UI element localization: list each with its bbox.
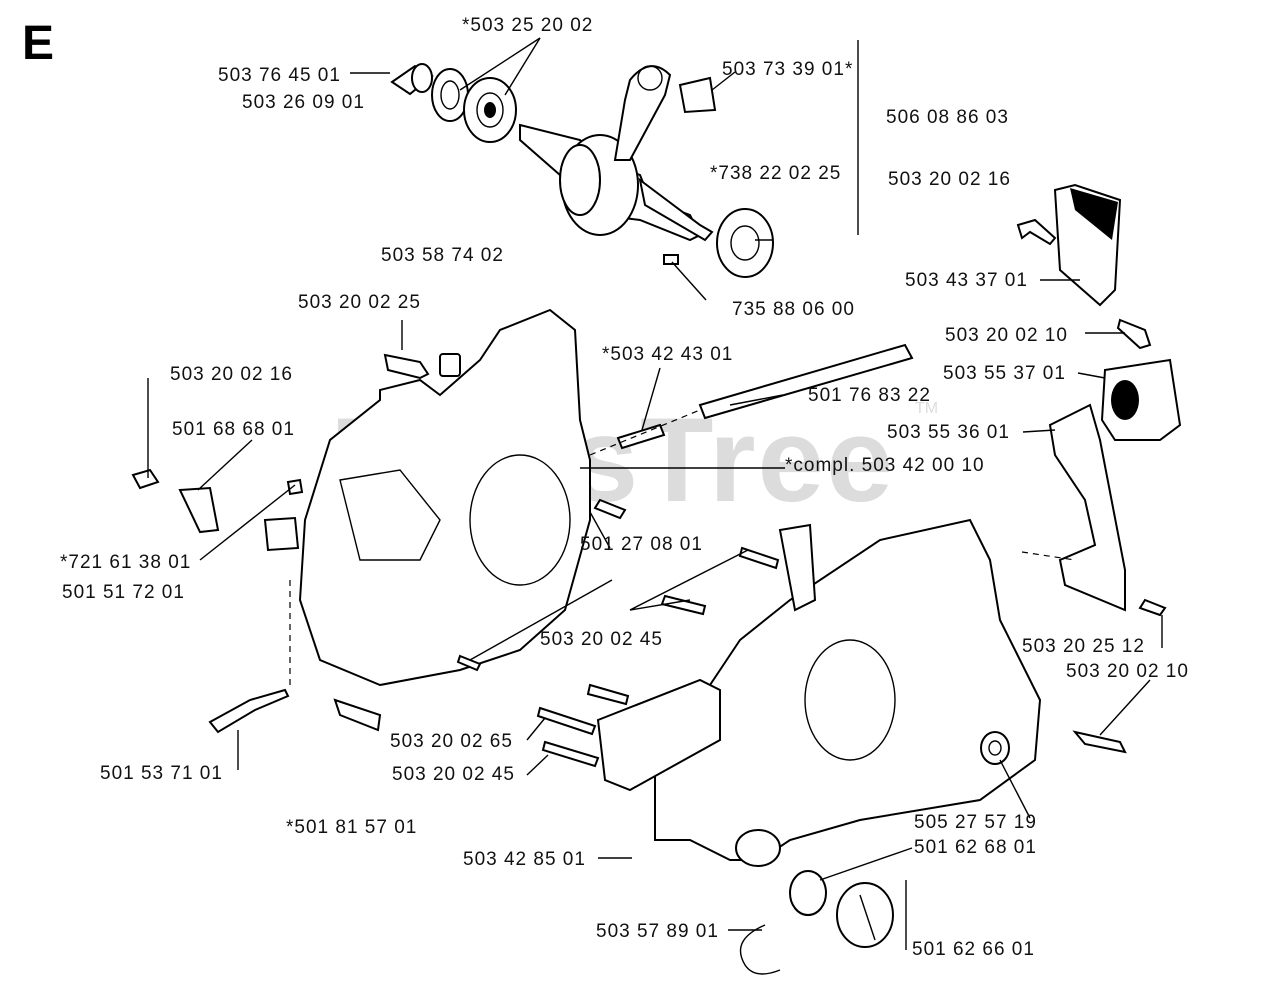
part-label-503420010[interactable]: *compl. 503 42 00 10: [785, 455, 985, 476]
section-letter: E: [22, 17, 55, 70]
part-label-738220225[interactable]: *738 22 02 25: [710, 163, 842, 184]
part-label-503200210-right[interactable]: 503 20 02 10: [1066, 661, 1189, 682]
crankcase-left[interactable]: [298, 308, 591, 687]
crankcase-right[interactable]: [654, 518, 1042, 867]
part-label-503200245-mid[interactable]: 503 20 02 45: [540, 629, 663, 650]
part-label-501517201[interactable]: 501 51 72 01: [62, 582, 185, 603]
part-label-503200225[interactable]: 503 20 02 25: [298, 292, 421, 313]
gasket-plate[interactable]: [596, 678, 721, 792]
screw-bottom-left[interactable]: [333, 698, 382, 732]
part-label-503578901[interactable]: 503 57 89 01: [596, 921, 719, 942]
part-label-501768322[interactable]: 501 76 83 22: [808, 385, 931, 406]
part-label-503200216-top[interactable]: 503 20 02 16: [888, 169, 1011, 190]
screw-right-1[interactable]: [1116, 318, 1152, 350]
bracket-part[interactable]: [1053, 183, 1122, 307]
screw-left-small[interactable]: [131, 468, 160, 490]
dowel-pin[interactable]: [593, 498, 627, 520]
main-bearing-right[interactable]: [716, 208, 774, 278]
needle-bearing[interactable]: [678, 76, 717, 114]
bearing-sleeve[interactable]: [390, 63, 434, 96]
leader-lines: [147, 37, 1163, 950]
fuel-hose[interactable]: [698, 343, 914, 420]
part-label-501626801[interactable]: 501 62 68 01: [914, 837, 1037, 858]
screw-bottom-2[interactable]: [541, 740, 600, 768]
pin-bottom[interactable]: [456, 654, 482, 672]
decompression-valve[interactable]: [208, 688, 290, 734]
part-label-503252002[interactable]: *503 25 20 02: [462, 15, 594, 36]
main-bearing-left[interactable]: [463, 77, 517, 143]
part-label-503202512[interactable]: 503 20 25 12: [1022, 636, 1145, 657]
fuel-cap[interactable]: [836, 882, 894, 948]
part-label-735880600[interactable]: 735 88 06 00: [732, 299, 855, 320]
screw-bottom-1[interactable]: [536, 706, 597, 736]
clip-part[interactable]: [178, 486, 220, 534]
seal-ring[interactable]: [431, 68, 469, 122]
oil-seal-small[interactable]: [980, 731, 1010, 765]
crankshaft[interactable]: [519, 123, 714, 242]
part-label-506088603[interactable]: 506 08 86 03: [886, 107, 1009, 128]
insert-block[interactable]: [263, 516, 300, 552]
part-label-501686801[interactable]: 501 68 68 01: [172, 419, 295, 440]
screw-right-3[interactable]: [1072, 730, 1127, 754]
part-label-721613801[interactable]: *721 61 38 01: [60, 552, 192, 573]
part-label-503200245-bottom[interactable]: 503 20 02 45: [392, 764, 515, 785]
pin-left[interactable]: [286, 478, 304, 496]
part-label-503553601[interactable]: 503 55 36 01: [887, 422, 1010, 443]
part-label-503733901[interactable]: 503 73 39 01*: [722, 59, 854, 80]
part-label-503428501[interactable]: 503 42 85 01: [463, 849, 586, 870]
screw-right-2[interactable]: [1138, 598, 1167, 617]
part-label-503424301[interactable]: *503 42 43 01: [602, 344, 734, 365]
rubber-mount[interactable]: [1100, 358, 1182, 441]
part-label-501270801[interactable]: 501 27 08 01: [580, 534, 703, 555]
part-label-501626601[interactable]: 501 62 66 01: [912, 939, 1035, 960]
part-label-503200216-left[interactable]: 503 20 02 16: [170, 364, 293, 385]
screw-mid-3[interactable]: [586, 683, 630, 706]
part-label-505275719[interactable]: 505 27 57 19: [914, 812, 1037, 833]
part-label-503260901[interactable]: 503 26 09 01: [242, 92, 365, 113]
part-label-503200265[interactable]: 503 20 02 65: [390, 731, 513, 752]
cylinder-screw-top[interactable]: [383, 353, 430, 380]
part-label-503764501[interactable]: 503 76 45 01: [218, 65, 341, 86]
screw-mid-2[interactable]: [660, 594, 707, 616]
cap-strap[interactable]: [739, 924, 781, 975]
crank-key[interactable]: [663, 254, 679, 265]
part-label-503553701[interactable]: 503 55 37 01: [943, 363, 1066, 384]
bracket-clip-mid[interactable]: [778, 523, 817, 612]
part-label-501815701[interactable]: *501 81 57 01: [286, 817, 418, 838]
watermark-trademark: TM: [915, 400, 939, 417]
sleeve-small[interactable]: [439, 353, 461, 377]
part-label-501537101[interactable]: 501 53 71 01: [100, 763, 223, 784]
part-label-503587402[interactable]: 503 58 74 02: [381, 245, 504, 266]
o-ring[interactable]: [789, 870, 827, 916]
part-label-503433701[interactable]: 503 43 37 01: [905, 270, 1028, 291]
part-label-503200210-top[interactable]: 503 20 02 10: [945, 325, 1068, 346]
screw-top-right[interactable]: [1016, 218, 1057, 246]
pin-short[interactable]: [616, 423, 666, 450]
connecting-rod[interactable]: [613, 65, 672, 161]
